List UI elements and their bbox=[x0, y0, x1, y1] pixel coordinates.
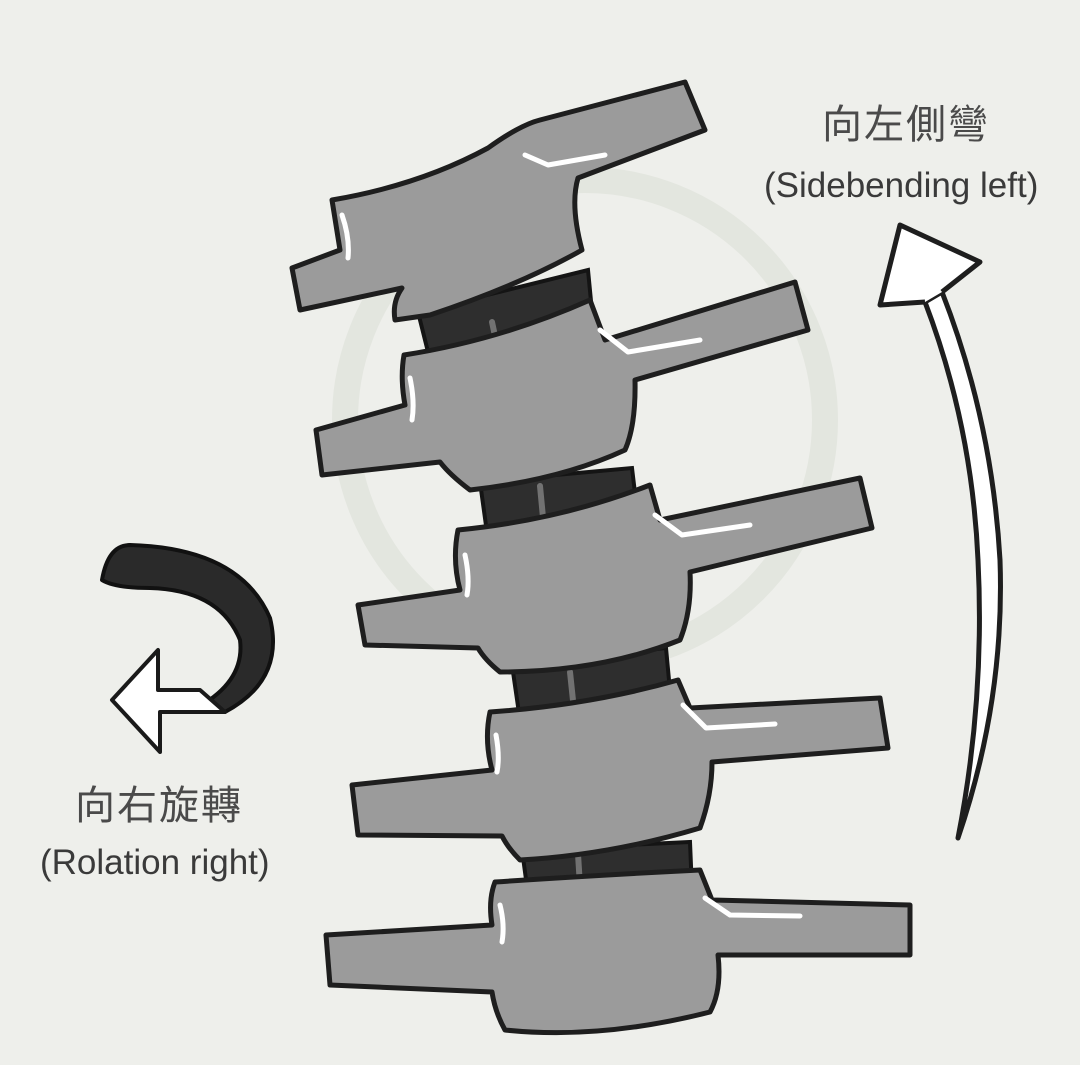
vertebra-1 bbox=[289, 79, 708, 323]
rotation-label-zh: 向右旋轉 bbox=[75, 783, 243, 829]
sidebending-label-en: (Sidebending left) bbox=[764, 166, 1039, 205]
vertebra-3 bbox=[355, 475, 875, 675]
rotation-arrow-icon bbox=[100, 543, 275, 754]
sidebending-label-zh: 向左側彎 bbox=[822, 102, 990, 148]
vertebra-4 bbox=[349, 677, 891, 863]
vertebra-2 bbox=[313, 279, 811, 493]
rotation-label-en: (Rolation right) bbox=[40, 843, 270, 882]
sidebending-arrow-icon bbox=[877, 222, 1003, 841]
vertebra-5 bbox=[323, 867, 913, 1036]
